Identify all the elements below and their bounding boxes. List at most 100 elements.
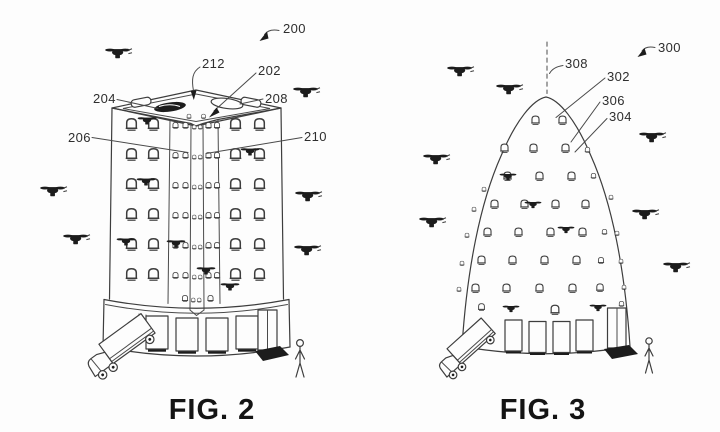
arch-window-icon	[204, 242, 213, 250]
fig3-person	[644, 337, 654, 374]
arch-window-icon	[539, 255, 550, 266]
arch-window-icon	[477, 303, 486, 312]
arch-window-icon	[186, 113, 192, 120]
fig2-base	[102, 298, 291, 361]
arch-window-icon	[252, 207, 267, 222]
arch-window-icon	[197, 214, 203, 220]
fig2-callout-leaders	[91, 29, 303, 154]
drone-icon	[639, 133, 666, 143]
arch-window-icon	[464, 232, 470, 239]
arch-window-icon	[191, 244, 197, 250]
perched-drone-icon	[220, 282, 240, 292]
arch-window-icon	[197, 154, 203, 160]
ground-window	[528, 320, 547, 354]
perched-drone-icon	[557, 226, 575, 234]
arch-window-icon	[580, 199, 591, 210]
arch-window-icon	[534, 171, 545, 182]
arch-window-icon	[190, 297, 196, 303]
arch-window-icon	[566, 171, 577, 182]
arch-window-icon	[499, 143, 510, 154]
arch-window-icon	[213, 152, 221, 160]
arch-window-icon	[560, 143, 571, 154]
fig3-dome	[461, 96, 631, 355]
drone-icon	[423, 155, 450, 165]
ref-arrow-300	[641, 46, 656, 52]
fig2-facade	[108, 107, 285, 317]
arch-window-icon	[124, 177, 139, 192]
fig3-drones	[419, 67, 690, 313]
arch-window-icon	[590, 172, 597, 180]
ref-arrow-200	[264, 29, 280, 35]
arch-window-icon	[252, 147, 267, 162]
arch-window-icon	[595, 283, 605, 293]
drone-icon	[295, 192, 322, 202]
fig2-landing-pad-dark	[154, 101, 186, 113]
figure-3-dome-tower: 300 308 302 306 304 FIG. 3	[419, 40, 690, 426]
fig2-corner-opening-right	[240, 96, 262, 108]
fig2-roof	[111, 89, 282, 127]
arch-window-icon	[181, 242, 190, 250]
fig3-door-ramp	[604, 345, 638, 359]
arch-window-icon	[196, 297, 202, 303]
arch-window-icon	[191, 124, 197, 130]
arch-window-icon	[204, 182, 213, 190]
arch-window-icon	[571, 255, 582, 266]
arch-window-icon	[213, 272, 221, 280]
window-sill	[530, 353, 545, 355]
leader-302	[555, 77, 606, 118]
ref-label-306: 306	[602, 93, 625, 108]
arch-window-icon	[181, 182, 190, 190]
perched-drone-icon	[499, 173, 517, 181]
arch-window-icon	[181, 122, 190, 130]
arch-window-icon	[191, 184, 197, 190]
arch-window-icon	[549, 304, 561, 316]
window-sill	[238, 349, 256, 352]
perched-drone-icon	[196, 266, 216, 276]
fig3-callout-labels: 300 308 302 306 304	[565, 40, 680, 124]
arch-window-icon	[621, 284, 627, 291]
arch-window-icon	[124, 207, 139, 222]
figure-2-drone-tower: 200 212 202 204 208 206 210 FIG. 2	[40, 21, 326, 426]
arch-window-icon	[618, 300, 625, 308]
ref-label-200: 200	[283, 21, 306, 36]
arch-window-icon	[213, 212, 221, 220]
arch-window-icon	[489, 199, 500, 210]
arch-window-icon	[191, 154, 197, 160]
drone-icon	[40, 187, 67, 197]
arch-window-icon	[213, 242, 221, 250]
arch-window-icon	[197, 124, 203, 130]
arch-window-icon	[252, 177, 267, 192]
arch-window-icon	[228, 147, 243, 162]
arch-window-icon	[601, 228, 608, 236]
ref-label-212: 212	[202, 56, 225, 71]
fig3-drone-bay-openings	[456, 115, 627, 316]
arch-window-icon	[482, 227, 493, 238]
arch-window-icon	[213, 182, 221, 190]
arch-window-icon	[252, 267, 267, 282]
fig3-callout-leaders	[549, 46, 656, 153]
fig2-drones	[40, 49, 322, 292]
leader-210	[205, 137, 303, 154]
arch-window-icon	[197, 274, 203, 280]
arch-window-icon	[228, 207, 243, 222]
ground-window	[205, 317, 229, 352]
ref-label-208: 208	[265, 91, 288, 106]
perched-drone-icon	[589, 304, 607, 312]
arch-window-icon	[597, 257, 605, 265]
ref-label-204: 204	[93, 91, 116, 106]
fig2-door-ramp	[255, 346, 289, 361]
arch-window-icon	[204, 122, 213, 130]
arch-window-icon	[252, 117, 267, 132]
arch-window-icon	[534, 283, 545, 294]
arrowhead-202	[209, 107, 220, 118]
ref-label-308: 308	[565, 56, 588, 71]
arch-window-icon	[181, 152, 190, 160]
ref-label-202: 202	[258, 63, 281, 78]
drone-icon	[447, 67, 474, 77]
leader-306	[570, 101, 601, 143]
leader-308	[549, 65, 564, 74]
fig2-corner-opening-left	[130, 96, 152, 108]
arch-window-icon	[501, 283, 512, 294]
ground-window	[175, 317, 199, 352]
